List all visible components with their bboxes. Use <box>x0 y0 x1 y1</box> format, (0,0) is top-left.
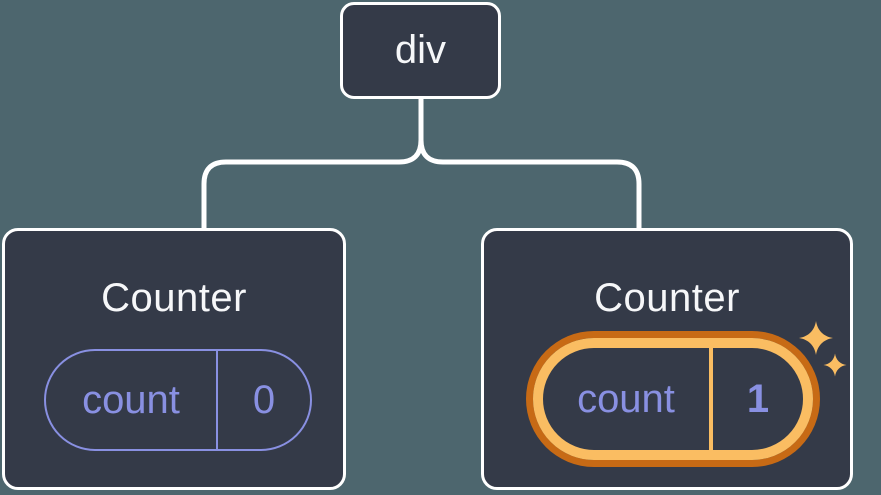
counter-title: Counter <box>101 276 247 320</box>
state-value-label: 0 <box>252 377 276 422</box>
root-node-div: div <box>340 2 501 99</box>
sparkle-small <box>823 353 847 377</box>
state-key-label: count <box>82 377 180 422</box>
sparkles-icon <box>799 321 847 377</box>
counter-card-right: Counter count 1 <box>481 228 853 490</box>
state-pill-count-0: count 0 <box>44 349 312 451</box>
counter-title: Counter <box>594 276 740 320</box>
state-pill-count-1-highlighted: count 1 <box>533 338 813 460</box>
connector-right-branch <box>418 137 642 233</box>
pill-divider <box>216 351 218 449</box>
connector-left-branch <box>201 96 424 233</box>
state-value-label: 1 <box>746 376 770 421</box>
pill-divider <box>709 348 713 450</box>
sparkle-large <box>799 321 833 355</box>
counter-card-left: Counter count 0 <box>2 228 346 490</box>
root-node-label: div <box>394 28 447 72</box>
state-key-label: count <box>577 376 675 421</box>
